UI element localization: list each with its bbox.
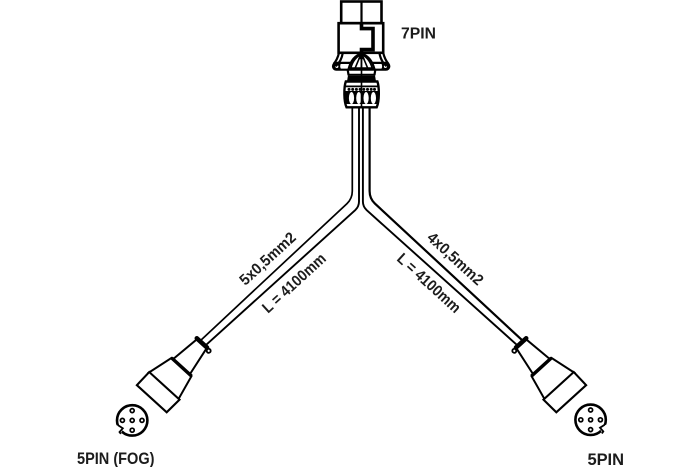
- svg-text:5PIN (FOG): 5PIN (FOG): [77, 450, 155, 467]
- svg-text:5PIN: 5PIN: [588, 451, 625, 467]
- svg-text:7PIN: 7PIN: [401, 25, 436, 42]
